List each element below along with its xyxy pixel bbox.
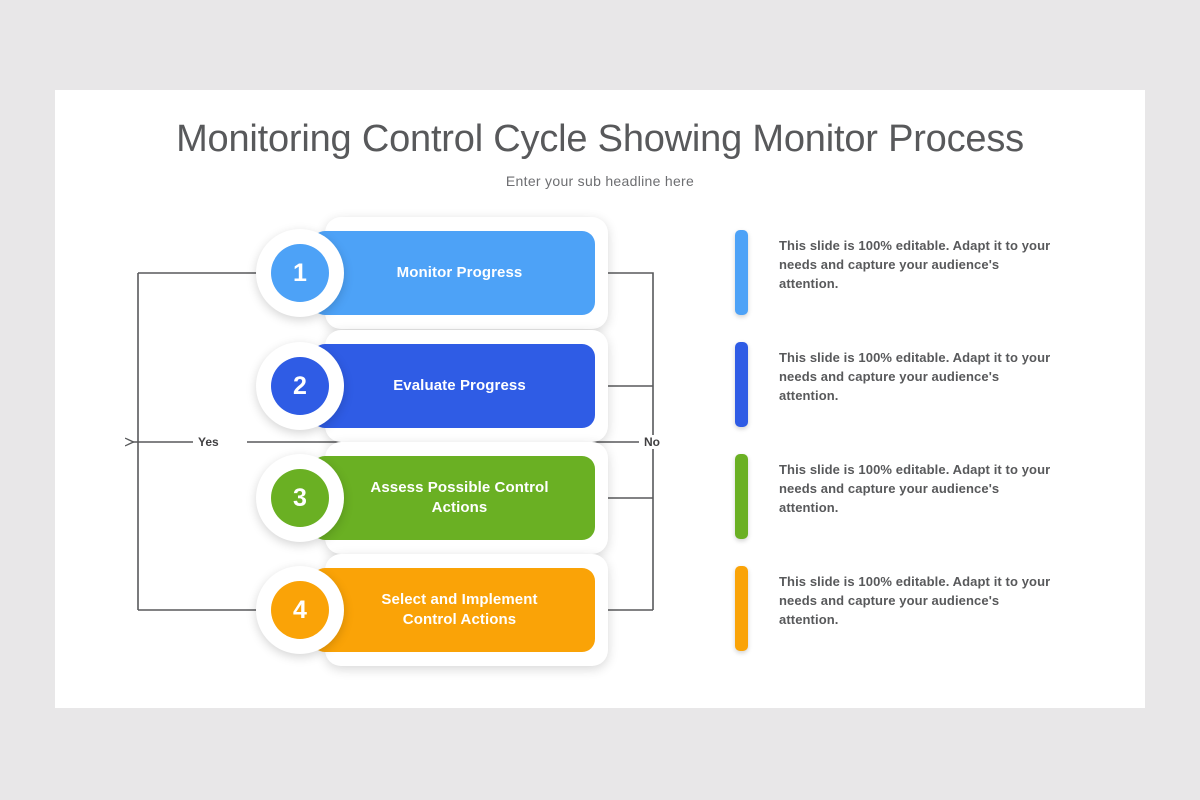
process-step-3[interactable]: Assess Possible Control Actions 3 <box>238 442 608 554</box>
step-label: Evaluate Progress <box>393 376 526 394</box>
step-number-inner: 4 <box>271 581 329 639</box>
step-bar[interactable]: Evaluate Progress <box>312 344 595 428</box>
description-text: This slide is 100% editable. Adapt it to… <box>779 574 1051 627</box>
process-step-4[interactable]: Select and Implement Control Actions 4 <box>238 554 608 666</box>
page-title: Monitoring Control Cycle Showing Monitor… <box>176 118 1024 160</box>
step-number: 3 <box>293 483 307 512</box>
process-step-2[interactable]: Evaluate Progress 2 <box>238 330 608 442</box>
step-number-badge[interactable]: 4 <box>256 566 344 654</box>
description-text: This slide is 100% editable. Adapt it to… <box>779 350 1051 403</box>
step-number: 4 <box>293 595 307 624</box>
description-text: This slide is 100% editable. Adapt it to… <box>779 462 1051 515</box>
slide-canvas: Monitoring Control Cycle Showing Monitor… <box>55 90 1145 708</box>
description-item-3: This slide is 100% editable. Adapt it to… <box>735 454 1060 549</box>
description-item-1: This slide is 100% editable. Adapt it to… <box>735 230 1060 325</box>
accent-bar <box>735 566 748 651</box>
accent-bar <box>735 230 748 315</box>
step-number: 1 <box>293 258 307 287</box>
step-label: Select and Implement Control Actions <box>381 590 538 628</box>
step-bar[interactable]: Monitor Progress <box>312 231 595 315</box>
step-number-badge[interactable]: 3 <box>256 454 344 542</box>
flow-label-no: No <box>639 435 665 449</box>
step-number-badge[interactable]: 1 <box>256 229 344 317</box>
process-flow-diagram: Yes No Monitor Progress 1 Evaluate Progr… <box>55 90 1145 708</box>
page-subtitle: Enter your sub headline here <box>505 173 695 189</box>
step-label: Monitor Progress <box>396 263 523 281</box>
step-number-badge[interactable]: 2 <box>256 342 344 430</box>
flow-label-yes: Yes <box>193 435 224 449</box>
step-bar[interactable]: Assess Possible Control Actions <box>312 456 595 540</box>
description-item-2: This slide is 100% editable. Adapt it to… <box>735 342 1060 437</box>
step-number-inner: 3 <box>271 469 329 527</box>
step-number-inner: 1 <box>271 244 329 302</box>
accent-bar <box>735 342 748 427</box>
description-item-4: This slide is 100% editable. Adapt it to… <box>735 566 1060 661</box>
process-step-1[interactable]: Monitor Progress 1 <box>238 217 608 329</box>
description-text: This slide is 100% editable. Adapt it to… <box>779 238 1051 291</box>
step-bar[interactable]: Select and Implement Control Actions <box>312 568 595 652</box>
step-number-inner: 2 <box>271 357 329 415</box>
step-number: 2 <box>293 371 307 400</box>
accent-bar <box>735 454 748 539</box>
step-label: Assess Possible Control Actions <box>370 478 549 516</box>
